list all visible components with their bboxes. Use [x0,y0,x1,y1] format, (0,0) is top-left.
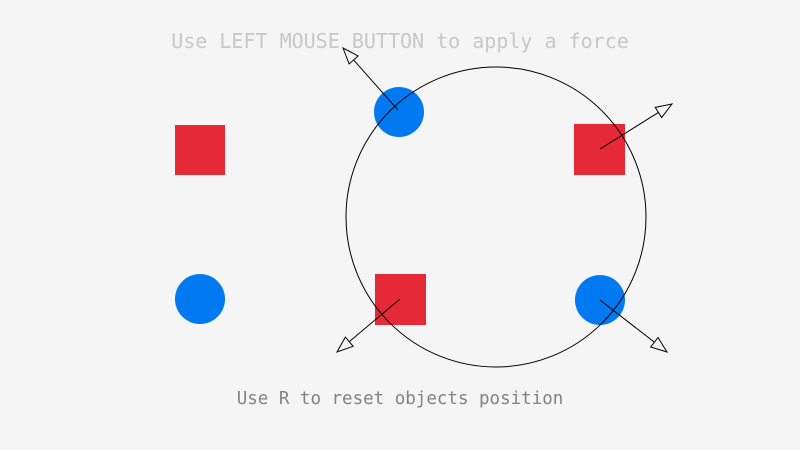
physics-object-circle-top-center[interactable] [374,87,424,137]
boundary-circle [345,66,647,368]
force-arrow-line [350,56,399,111]
force-arrowhead-icon [335,336,354,353]
force-arrow-line [345,298,401,345]
instruction-reset: Use R to reset objects position [236,389,564,409]
force-arrowhead-icon [342,46,359,65]
force-arrowhead-icon [654,103,674,119]
force-arrow [342,46,399,111]
physics-object-square-top-right[interactable] [574,124,625,175]
force-arrow [599,299,669,353]
physics-object-circle-left[interactable] [175,274,225,324]
force-arrowhead-icon [649,336,669,353]
force-arrow-line [599,299,658,346]
force-arrow-line [599,109,663,150]
physics-object-square-left[interactable] [175,125,225,175]
force-arrow [599,103,674,150]
physics-object-square-bottom-center[interactable] [375,274,426,325]
force-arrow [335,298,401,353]
instruction-apply-force: Use LEFT MOUSE BUTTON to apply a force [171,29,629,53]
